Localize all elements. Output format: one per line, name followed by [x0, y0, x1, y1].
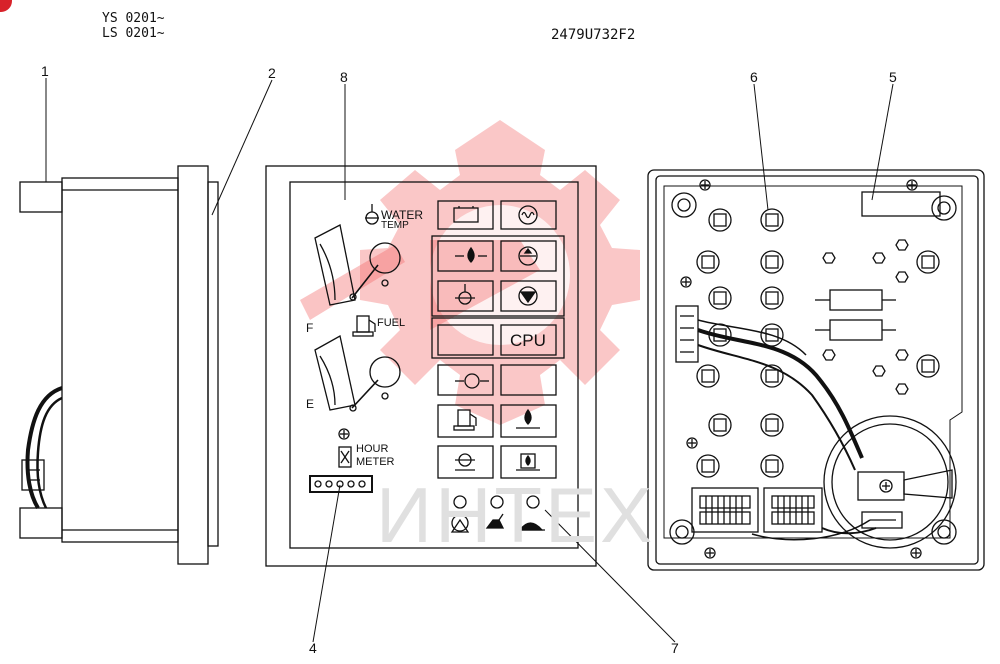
battery-icon: [453, 206, 479, 223]
oil-pressure-icon: [455, 246, 487, 263]
housing-rear-view: [647, 169, 985, 571]
front-panel: [265, 165, 597, 567]
callout-8: 8: [340, 69, 348, 85]
coolant-level-icon: [455, 284, 475, 305]
gauge-full-label: F: [306, 321, 314, 335]
serial-range-ls: LS 0201~: [102, 26, 165, 41]
cpu-lamp-label: CPU: [510, 331, 546, 350]
fuel-pump-icon: [352, 315, 376, 337]
fuel-gauge: [314, 335, 401, 412]
hex-nuts: [822, 239, 909, 395]
fuel-label: FUEL: [377, 317, 406, 329]
callout-2: 2: [268, 65, 276, 81]
wiring-harness: [675, 305, 864, 471]
hour-meter-label-2: METER: [356, 456, 395, 468]
callout-1: 1: [41, 63, 49, 79]
housing-side-view: [19, 165, 219, 565]
watermark-text: ИНТЕХ: [376, 471, 656, 559]
gauge-empty-label: E: [306, 397, 315, 411]
callout-6: 6: [750, 69, 758, 85]
water-temp-label-2: TEMP: [381, 220, 409, 231]
screws: [680, 179, 922, 559]
callout-5: 5: [889, 69, 897, 85]
warning-lamp-grid: [431, 200, 565, 479]
drawing-code: 2479U732F2: [551, 27, 636, 43]
buzzer: [821, 415, 957, 549]
lamp-sockets: [696, 208, 940, 478]
oil-level-icon: [516, 408, 540, 429]
serial-range-ys: YS 0201~: [102, 11, 165, 26]
air-filter-icon: [518, 246, 538, 266]
rabbit-fast-icon: [485, 513, 505, 529]
watermark-logo-inner: [430, 205, 570, 345]
coolant-temp-warning-icon: [455, 453, 475, 471]
watermark-logo-mark: [300, 240, 540, 330]
water-temp-gauge: [314, 224, 401, 306]
leader-lines: [45, 78, 894, 643]
thermometer-icon: [365, 204, 379, 225]
water-separator-icon: [518, 286, 538, 306]
mode-indicators: [453, 495, 540, 509]
charge-icon: [455, 373, 489, 389]
turtle-slow-icon: [518, 522, 545, 531]
hydraulic-oil-icon: [516, 453, 540, 471]
auto-idle-icon: [450, 514, 470, 533]
callout-4: 4: [309, 640, 317, 656]
resistors: [815, 289, 896, 341]
fuel-level-warning-icon: [453, 409, 477, 431]
preheat-coil-icon: [518, 205, 538, 225]
hour-meter-label-1: HOUR: [356, 443, 389, 455]
edge-connectors: [691, 487, 871, 541]
water-temp-label-1: WATER: [381, 208, 423, 222]
callout-7: 7: [671, 640, 679, 656]
hour-meter: [309, 428, 373, 493]
